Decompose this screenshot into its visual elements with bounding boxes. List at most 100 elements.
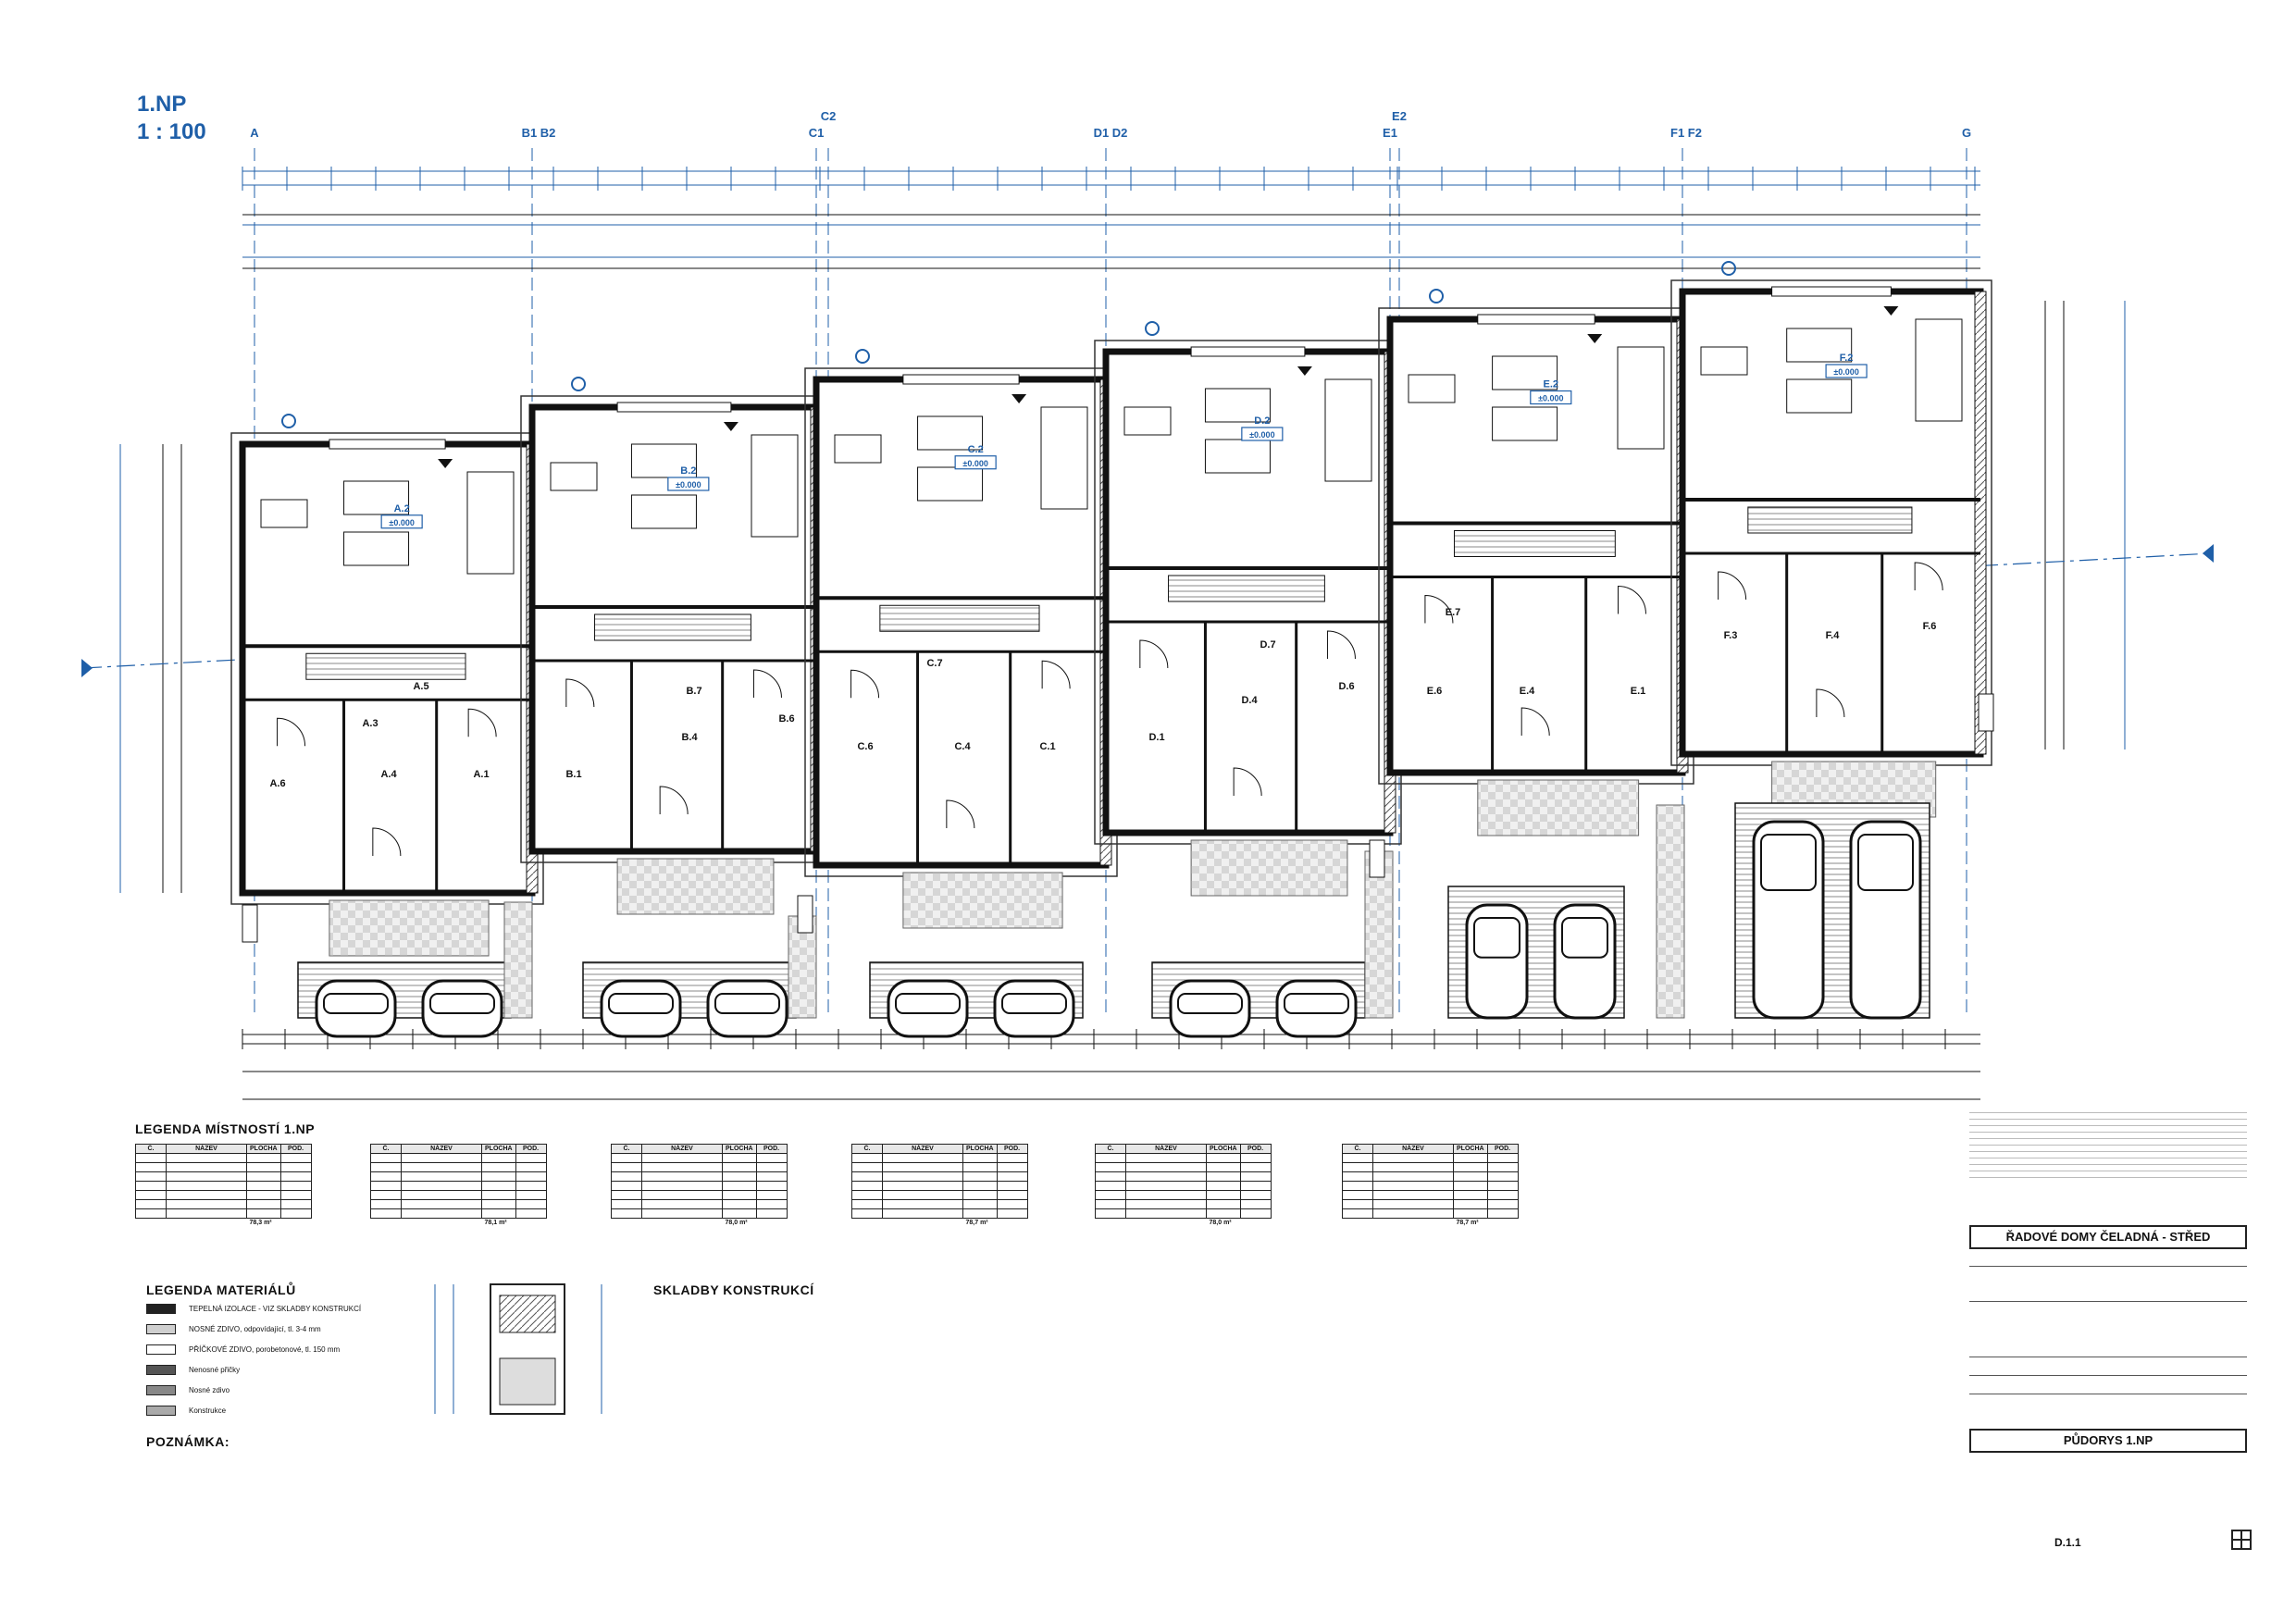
car-windshield [323, 993, 389, 1014]
door-swing [467, 708, 497, 737]
table-cell [166, 1190, 247, 1200]
entrance-arrow-icon [1587, 334, 1603, 343]
table-cell [962, 1171, 998, 1182]
table-cell [279, 1162, 312, 1172]
window-marker [1429, 289, 1444, 304]
paved-path [1477, 779, 1640, 836]
table-total-row: 78,7 m² [852, 1219, 1028, 1228]
table-cell [996, 1153, 1028, 1163]
table-cell [1095, 1199, 1126, 1209]
door-swing [1233, 767, 1262, 797]
door-swing [1914, 562, 1943, 591]
table-cell [1095, 1208, 1126, 1219]
table-row [135, 1153, 312, 1163]
table-cell [370, 1199, 402, 1209]
table-row [611, 1171, 788, 1182]
table-cell [882, 1199, 963, 1209]
project-name: ŘADOVÉ DOMY ČELADNÁ - STŘED [1969, 1225, 2247, 1249]
table-cell [1095, 1162, 1126, 1172]
table-cell [1096, 1219, 1207, 1228]
door-swing [1718, 571, 1747, 601]
table-cell [755, 1153, 788, 1163]
paving-strip [1364, 850, 1394, 1019]
room-label: A.5 [413, 681, 428, 692]
table-cell [722, 1181, 757, 1191]
table-cell [722, 1153, 757, 1163]
table-total: 78,0 m² [725, 1220, 748, 1226]
table-cell [1206, 1171, 1241, 1182]
table-cell [1206, 1199, 1241, 1209]
table-cell [962, 1199, 998, 1209]
table-row [851, 1171, 1028, 1182]
level-tag [1241, 427, 1284, 441]
table-row [370, 1181, 547, 1191]
table-cell [641, 1171, 723, 1182]
room-label: D.6 [1338, 681, 1354, 692]
table-cell [641, 1190, 723, 1200]
table-cell [722, 1162, 757, 1172]
room-label: E.4 [1520, 686, 1535, 697]
table-cell [996, 1208, 1028, 1219]
table-row [370, 1190, 547, 1200]
kitchen-counter [1617, 346, 1665, 450]
dining-table [917, 415, 984, 451]
table-header: PLOCHA [1206, 1144, 1241, 1154]
table-cell [722, 1171, 757, 1182]
kitchen-counter [751, 434, 799, 538]
table-total-row: 78,3 m² [136, 1219, 312, 1228]
table-cell [135, 1181, 167, 1191]
table-header: Č. [851, 1144, 883, 1154]
table-cell [279, 1199, 312, 1209]
paving-strip [1656, 804, 1685, 1019]
table-cell [851, 1153, 883, 1163]
table-cell [722, 1199, 757, 1209]
level-tag [954, 455, 997, 470]
table-cell [1372, 1162, 1454, 1172]
table-cell [755, 1171, 788, 1182]
table-cell [279, 1171, 312, 1182]
table-cell [1095, 1153, 1126, 1163]
floor-name: 1.NP [137, 92, 187, 117]
table-cell [1206, 1208, 1241, 1219]
table-cell [1453, 1171, 1488, 1182]
window-marker [281, 414, 296, 428]
room-label: F.3 [1724, 630, 1738, 641]
room-label: A.1 [473, 769, 489, 780]
grid-axis-label: D1 D2 [1094, 126, 1128, 140]
table-cell [611, 1153, 642, 1163]
table-cell [611, 1190, 642, 1200]
kitchen-counter [1915, 318, 1963, 422]
table-cell [135, 1153, 167, 1163]
table-cell [755, 1199, 788, 1209]
table-row [1342, 1190, 1519, 1200]
door-swing [1041, 660, 1071, 689]
table-row [1342, 1171, 1519, 1182]
table-row [611, 1181, 788, 1191]
table-cell [1206, 1190, 1241, 1200]
car-windshield [1284, 993, 1349, 1014]
table-cell [135, 1171, 167, 1182]
grid-axis-label: E2 [1392, 109, 1407, 123]
table-cell [611, 1208, 642, 1219]
table-cell [1239, 1162, 1272, 1172]
table-cell [1239, 1208, 1272, 1219]
car-windshield [895, 993, 961, 1014]
table-cell [611, 1171, 642, 1182]
table-cell [1342, 1171, 1373, 1182]
staircase [879, 604, 1040, 632]
table-cell [136, 1219, 247, 1228]
table-cell [481, 1181, 516, 1191]
table-row [1342, 1162, 1519, 1172]
car-windshield [429, 993, 495, 1014]
door-swing [752, 669, 782, 699]
entrance-arrow-icon [1011, 394, 1027, 403]
paved-path [329, 899, 490, 957]
table-cell [1486, 1162, 1519, 1172]
table-header: NÁZEV [166, 1144, 247, 1154]
table-cell [851, 1181, 883, 1191]
door-swing [1326, 630, 1356, 660]
table-cell [401, 1162, 482, 1172]
sheet-scale: 1 : 100 [137, 119, 206, 144]
